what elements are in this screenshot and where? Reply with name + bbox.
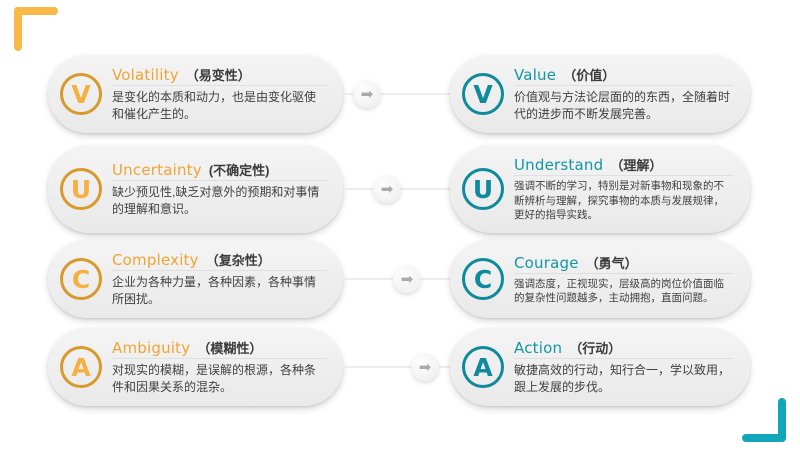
- letter-badge-icon: C: [462, 258, 504, 300]
- card-uncertainty[interactable]: U Uncertainty (不确定性) 缺少预见性,缺乏对意外的预期和对事情的…: [48, 145, 343, 233]
- card-title-line: Value （价值）: [514, 65, 734, 86]
- card-text: Courage （勇气） 强调态度，正视现实，层级高的岗位价值面临的复杂性问题越…: [514, 253, 734, 306]
- card-description: 价值观与方法论层面的的东西，全随着时代的进步而不断发展完善。: [514, 89, 731, 121]
- bottom-right-corner-bracket: [742, 398, 786, 442]
- card-complexity[interactable]: C Complexity （复杂性） 企业为各种力量，各种因素，各种事情所困扰。: [48, 240, 343, 318]
- vuca-row: A Ambiguity （模糊性） 对现实的模糊，是误解的根源，各种条件和因果关…: [0, 328, 800, 406]
- card-title-line: Volatility （易变性）: [112, 65, 327, 86]
- card-action[interactable]: A Action （行动） 敏捷高效的行动，知行合一，学以致用，跟上发展的步伐。: [450, 328, 750, 406]
- letter-badge-icon: C: [60, 258, 102, 300]
- card-title-en: Courage: [514, 253, 579, 272]
- vuca-row: C Complexity （复杂性） 企业为各种力量，各种因素，各种事情所困扰。…: [0, 240, 800, 318]
- top-left-corner-bracket: [14, 7, 58, 51]
- card-ambiguity[interactable]: A Ambiguity （模糊性） 对现实的模糊，是误解的根源，各种条件和因果关…: [48, 328, 343, 406]
- card-volatility[interactable]: V Volatility （易变性） 是变化的本质和动力，也是由变化驱使和催化产…: [48, 55, 343, 133]
- card-title-cn: (不确定性): [208, 162, 270, 178]
- card-description: 强调态度，正视现实，层级高的岗位价值面临的复杂性问题越多，主动拥抱，直面问题。: [514, 277, 724, 304]
- card-title-line: Complexity （复杂性）: [112, 250, 327, 271]
- card-title-line: Uncertainty (不确定性): [112, 160, 327, 181]
- card-description: 敏捷高效的行动，知行合一，学以致用，跟上发展的步伐。: [514, 362, 731, 394]
- card-description: 对现实的模糊，是误解的根源，各种条件和因果关系的混杂。: [112, 362, 317, 394]
- card-title-cn: （行动）: [569, 340, 622, 356]
- connector-line: [343, 366, 453, 368]
- bracket-vertical-bar: [778, 398, 786, 442]
- letter-badge-icon: V: [462, 73, 504, 115]
- card-title-en: Volatility: [112, 65, 179, 84]
- arrow-glyph: ➡: [380, 179, 394, 198]
- arrow-right-icon: ➡: [373, 175, 401, 203]
- row-connector: ➡: [343, 265, 453, 293]
- card-title-cn: （理解）: [610, 158, 663, 174]
- card-title-en: Ambiguity: [112, 338, 191, 357]
- letter-badge-icon: U: [60, 168, 102, 210]
- card-title-line: Understand （理解）: [514, 155, 734, 177]
- arrow-right-icon: ➡: [353, 80, 381, 108]
- letter-badge-icon: A: [462, 346, 504, 388]
- card-text: Value （价值） 价值观与方法论层面的的东西，全随着时代的进步而不断发展完善…: [514, 65, 734, 123]
- card-value[interactable]: V Value （价值） 价值观与方法论层面的的东西，全随着时代的进步而不断发展…: [450, 55, 750, 133]
- card-title-line: Action （行动）: [514, 338, 734, 359]
- bracket-vertical-bar: [14, 7, 22, 51]
- card-understand[interactable]: U Understand （理解） 强调不断的学习，特别是对新事物和现象的不断辨…: [450, 145, 750, 233]
- card-title-en: Understand: [514, 156, 604, 175]
- arrow-right-icon: ➡: [411, 353, 439, 381]
- card-title-cn: （模糊性）: [197, 340, 263, 356]
- card-text: Volatility （易变性） 是变化的本质和动力，也是由变化驱使和催化产生的…: [112, 65, 327, 123]
- row-connector: ➡: [343, 175, 453, 203]
- card-description: 缺少预见性,缺乏对意外的预期和对事情的理解和意识。: [112, 184, 320, 216]
- card-title-en: Value: [514, 65, 557, 84]
- card-description: 是变化的本质和动力，也是由变化驱使和催化产生的。: [112, 89, 317, 121]
- card-courage[interactable]: C Courage （勇气） 强调态度，正视现实，层级高的岗位价值面临的复杂性问…: [450, 240, 750, 318]
- connector-line: [343, 278, 453, 280]
- row-connector: ➡: [343, 80, 453, 108]
- vuca-row: U Uncertainty (不确定性) 缺少预见性,缺乏对意外的预期和对事情的…: [0, 145, 800, 233]
- card-description: 企业为各种力量，各种因素，各种事情所困扰。: [112, 274, 317, 306]
- card-description: 强调不断的学习，特别是对新事物和现象的不断辨析与理解，探究事物的本质与发展规律，…: [514, 180, 724, 222]
- row-connector: ➡: [343, 353, 453, 381]
- card-title-line: Ambiguity （模糊性）: [112, 338, 327, 359]
- card-title-line: Courage （勇气）: [514, 253, 734, 274]
- card-text: Understand （理解） 强调不断的学习，特别是对新事物和现象的不断辨析与…: [514, 155, 734, 222]
- card-title-cn: （易变性）: [185, 67, 251, 83]
- letter-badge-icon: V: [60, 73, 102, 115]
- card-text: Action （行动） 敏捷高效的行动，知行合一，学以致用，跟上发展的步伐。: [514, 338, 734, 396]
- connector-line: [343, 188, 453, 190]
- card-title-en: Uncertainty: [112, 160, 202, 179]
- bracket-horizontal-bar: [742, 434, 786, 442]
- letter-badge-icon: U: [462, 168, 504, 210]
- card-title-cn: （价值）: [563, 67, 616, 83]
- connector-line: [343, 93, 453, 95]
- card-text: Uncertainty (不确定性) 缺少预见性,缺乏对意外的预期和对事情的理解…: [112, 160, 327, 218]
- arrow-right-icon: ➡: [393, 265, 421, 293]
- bracket-horizontal-bar: [14, 7, 58, 15]
- arrow-glyph: ➡: [360, 84, 374, 103]
- card-text: Ambiguity （模糊性） 对现实的模糊，是误解的根源，各种条件和因果关系的…: [112, 338, 327, 396]
- letter-badge-icon: A: [60, 346, 102, 388]
- card-title-en: Complexity: [112, 250, 199, 269]
- card-text: Complexity （复杂性） 企业为各种力量，各种因素，各种事情所困扰。: [112, 250, 327, 308]
- card-title-en: Action: [514, 338, 563, 357]
- vuca-row: V Volatility （易变性） 是变化的本质和动力，也是由变化驱使和催化产…: [0, 55, 800, 133]
- card-title-cn: （勇气）: [585, 255, 638, 271]
- arrow-glyph: ➡: [400, 269, 414, 288]
- arrow-glyph: ➡: [418, 357, 432, 376]
- card-title-cn: （复杂性）: [205, 252, 271, 268]
